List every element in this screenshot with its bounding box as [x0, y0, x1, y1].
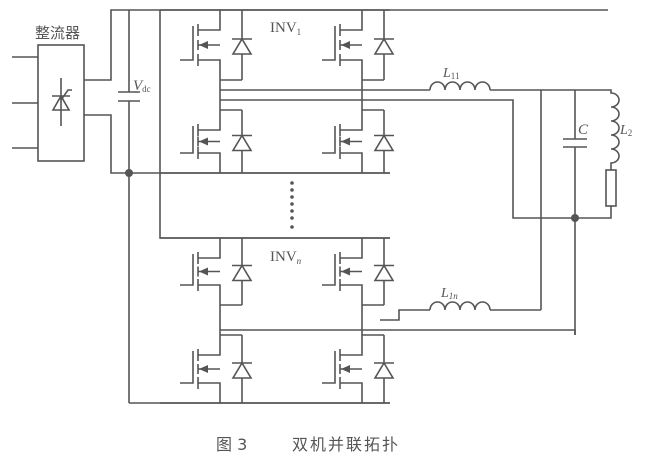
diode-icon — [231, 10, 253, 80]
vdc-label: Vdc — [133, 78, 151, 94]
mosfet-icon — [180, 110, 221, 173]
load-resistor — [575, 169, 617, 219]
ellipsis-dots — [290, 181, 294, 229]
rectifier-block — [37, 44, 85, 162]
diode-icon — [373, 10, 395, 80]
dc-link-capacitor — [118, 10, 140, 403]
inverter-leg — [322, 238, 395, 403]
diode-icon — [373, 238, 395, 305]
inductor-l1n — [429, 301, 491, 311]
inductor-l11 — [429, 81, 491, 91]
figure-title: 双机并联拓扑 — [292, 435, 400, 454]
diode-icon — [231, 238, 253, 305]
diode-icon — [231, 110, 253, 173]
diode-icon — [373, 335, 395, 403]
invn-out-b — [220, 329, 576, 335]
inverter-1 — [160, 9, 395, 174]
ac-input-lines — [12, 56, 38, 149]
mosfet-icon — [180, 10, 221, 80]
inv1-out-b — [220, 99, 575, 219]
inv1-label: INV1 — [270, 20, 301, 37]
l1n-label: L1n — [440, 286, 458, 301]
invn-out-a — [380, 309, 430, 321]
inverter-n — [160, 237, 395, 404]
invn-label: INVn — [270, 249, 302, 266]
diode-icon — [231, 335, 253, 403]
inverter-leg — [322, 10, 395, 173]
inverter-leg — [180, 238, 253, 403]
capacitor-label: C — [578, 122, 589, 138]
mosfet-icon — [180, 335, 221, 403]
diode-icon — [373, 110, 395, 173]
rectifier-label: 整流器 — [35, 24, 80, 42]
mosfet-icon — [322, 10, 363, 80]
l11-label: L11 — [442, 66, 459, 81]
mosfet-icon — [322, 335, 363, 403]
mosfet-icon — [322, 110, 363, 173]
inductor-l2 — [608, 89, 620, 170]
inverter-leg — [180, 10, 253, 173]
l2-label: L2 — [619, 123, 632, 138]
mosfet-icon — [322, 238, 363, 305]
thyristor-icon — [51, 78, 72, 126]
figure-number: 图 3 — [216, 435, 247, 454]
mosfet-icon — [180, 238, 221, 305]
